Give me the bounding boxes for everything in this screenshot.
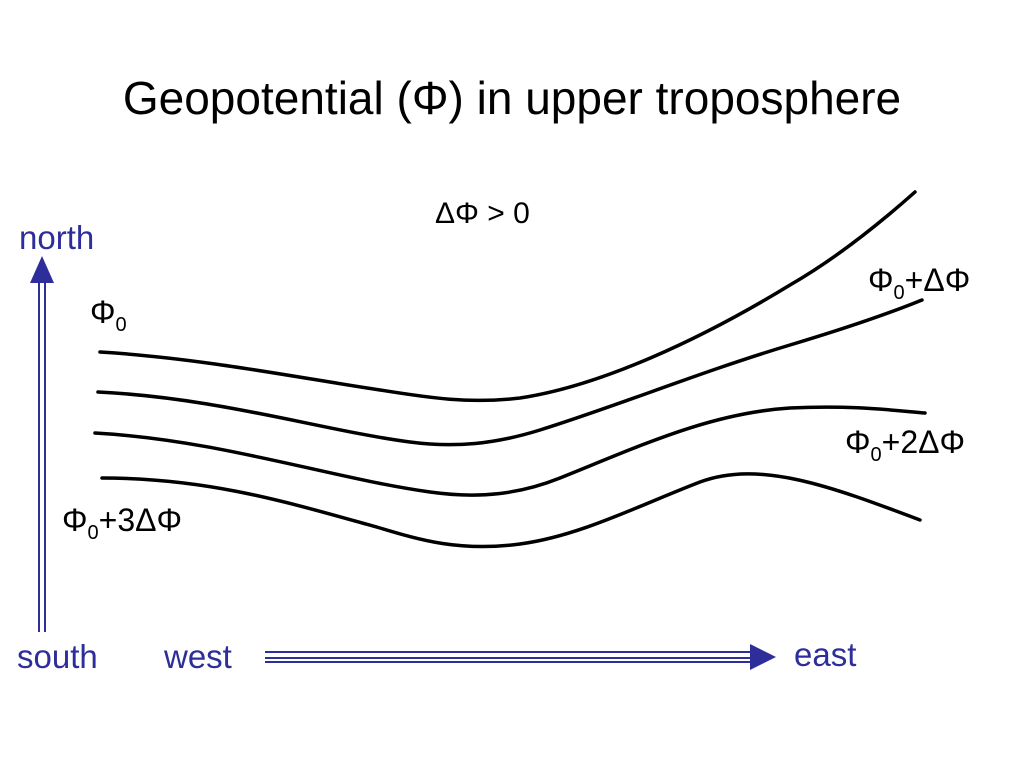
contour-label-subscript: 0 xyxy=(116,314,127,336)
east-label: east xyxy=(794,636,856,673)
contour-line-phi0 xyxy=(96,298,924,447)
slide-title: Geopotential (Φ) in upper troposphere xyxy=(122,72,902,124)
contour-label-phi0-plus-delta: Φ0+ΔΦ xyxy=(868,262,970,304)
contour-label-subscript: 0 xyxy=(871,444,882,466)
east-arrow xyxy=(265,644,776,670)
contour-label-symbol: Φ xyxy=(90,294,116,330)
contour-label-phi0: Φ0 xyxy=(90,294,127,336)
contour-label-subscript: 0 xyxy=(894,282,905,304)
contour-label-subscript: 0 xyxy=(88,522,99,544)
contour-label-suffix: +3ΔΦ xyxy=(99,502,182,538)
contour-label-symbol: Φ xyxy=(868,262,894,298)
east-arrow-head-icon xyxy=(750,644,776,670)
contour-label-suffix: +ΔΦ xyxy=(905,262,971,298)
contour-line-phi0-plus-delta-upper xyxy=(98,190,917,403)
contour-label-symbol: Φ xyxy=(845,424,871,460)
south-label: south xyxy=(17,638,98,675)
north-label: north xyxy=(19,219,94,256)
contour-label-symbol: Φ xyxy=(62,502,88,538)
contour-label-phi0-plus-3delta: Φ0+3ΔΦ xyxy=(62,502,182,544)
contour-label-phi0-plus-2delta: Φ0+2ΔΦ xyxy=(845,424,965,466)
contour-label-suffix: +2ΔΦ xyxy=(882,424,965,460)
delta-phi-annotation: ΔΦ > 0 xyxy=(435,197,530,230)
west-label: west xyxy=(163,638,232,675)
north-arrow xyxy=(30,256,54,632)
contour-line-phi0-plus-2delta xyxy=(93,405,927,497)
contour-line-phi0-plus-3delta xyxy=(100,472,922,549)
contour-lines xyxy=(93,190,927,549)
north-arrow-head-icon xyxy=(30,256,54,283)
